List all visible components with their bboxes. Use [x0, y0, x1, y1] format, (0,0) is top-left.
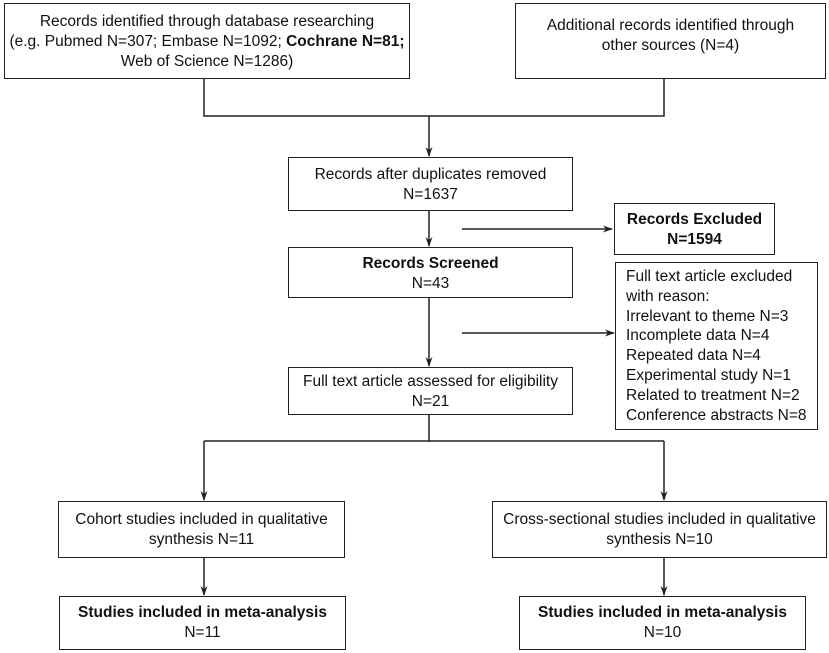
cohort-meta-analysis-box: Studies included in meta-analysis N=11 [59, 596, 346, 650]
fulltext-excluded-line: with reason: [626, 287, 710, 305]
records-excluded-title: Records Excluded [626, 211, 763, 228]
fulltext-excluded-line: Repeated data N=4 [626, 347, 761, 365]
fulltext-excluded-line: Conference abstracts N=8 [626, 406, 807, 424]
records-screened-title: Records Screened [362, 255, 499, 272]
database-counts-b: Cochrane N=81; [286, 33, 405, 50]
merge-connector [203, 78, 665, 117]
fulltext-excluded-box: Full text article excluded with reason: … [615, 262, 818, 430]
cohort-meta-title: Studies included in meta-analysis [78, 604, 327, 621]
fulltext-assessed-count: N=21 [411, 393, 450, 410]
cohort-qualitative-title: Cohort studies included in qualitative [75, 511, 328, 528]
records-screened-box: Records Screened N=43 [288, 247, 573, 298]
after-duplicates-title: Records after duplicates removed [314, 166, 547, 183]
cross-meta-title: Studies included in meta-analysis [538, 604, 787, 621]
cross-meta-count: N=10 [643, 624, 682, 641]
additional-records-title: Additional records identified through [546, 17, 795, 34]
additional-records-box: Additional records identified through ot… [515, 3, 826, 79]
cross-sectional-qualitative-box: Cross-sectional studies included in qual… [492, 501, 827, 558]
fulltext-excluded-line: Related to treatment N=2 [626, 386, 800, 404]
cohort-qualitative-count: synthesis N=11 [148, 531, 255, 548]
database-counts-line: (e.g. Pubmed N=307; Embase N=1092; Cochr… [5, 32, 409, 52]
fulltext-assessed-box: Full text article assessed for eligibili… [288, 367, 573, 415]
additional-records-count: other sources (N=4) [601, 37, 740, 54]
after-duplicates-box: Records after duplicates removed N=1637 [288, 157, 573, 211]
cross-meta-analysis-box: Studies included in meta-analysis N=10 [519, 596, 806, 650]
records-excluded-count: N=1594 [667, 231, 722, 248]
database-counts-wos: Web of Science N=1286) [120, 53, 294, 70]
split-connector [204, 414, 430, 442]
database-counts-a: (e.g. Pubmed N=307; Embase N=1092; [9, 33, 287, 50]
cohort-meta-count: N=11 [184, 624, 221, 641]
cohort-qualitative-box: Cohort studies included in qualitative s… [58, 501, 345, 558]
fulltext-excluded-line: Irrelevant to theme N=3 [626, 307, 789, 325]
fulltext-assessed-title: Full text article assessed for eligibili… [303, 373, 558, 390]
fulltext-excluded-line: Experimental study N=1 [626, 366, 791, 384]
fulltext-excluded-line: Incomplete data N=4 [626, 327, 770, 345]
records-excluded-box: Records Excluded N=1594 [614, 203, 775, 255]
cross-qualitative-count: synthesis N=10 [606, 531, 713, 548]
records-identified-title: Records identified through database rese… [39, 13, 375, 30]
fulltext-excluded-line: Full text article excluded [626, 268, 793, 285]
records-identified-database-box: Records identified through database rese… [4, 3, 410, 79]
cross-qualitative-title: Cross-sectional studies included in qual… [503, 511, 816, 528]
records-screened-count: N=43 [411, 275, 450, 292]
after-duplicates-count: N=1637 [403, 186, 458, 203]
